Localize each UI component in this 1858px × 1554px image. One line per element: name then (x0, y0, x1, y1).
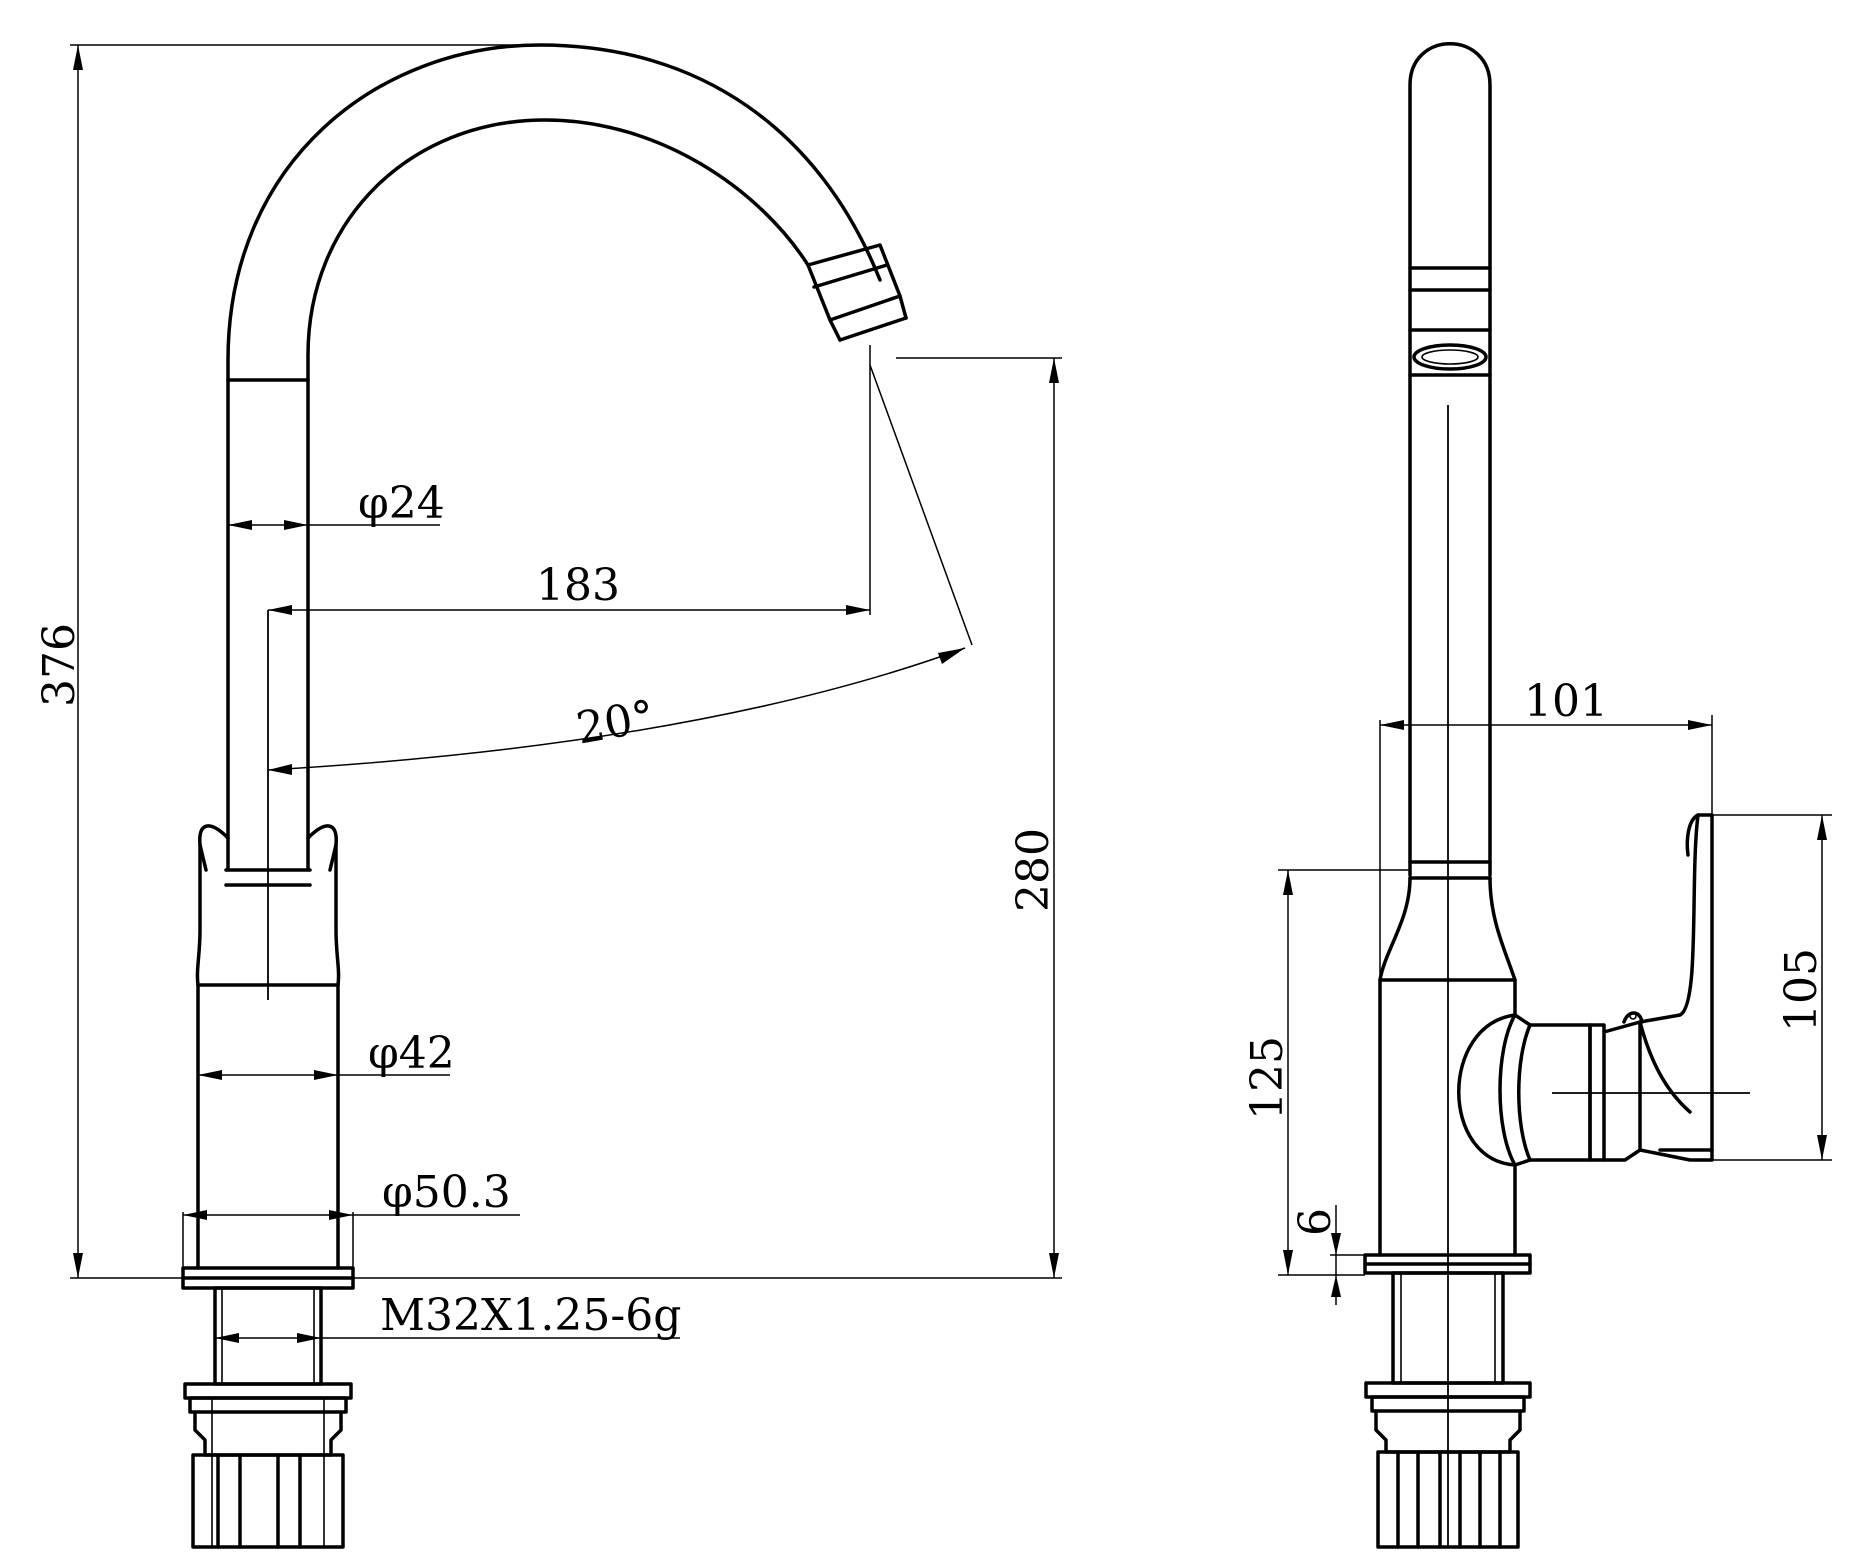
side-spout (1408, 42, 1492, 880)
dim-base-thickness: 6 (1290, 1205, 1365, 1305)
tube-diameter-label: φ24 (358, 478, 445, 529)
front-spout (226, 43, 908, 382)
body-diameter-label: φ42 (368, 1028, 455, 1079)
front-base-flange (181, 1266, 355, 1290)
front-shank (183, 1286, 353, 1549)
outlet-height-label: 280 (1008, 828, 1059, 912)
overall-height-label: 376 (34, 623, 85, 707)
side-valve-housing (1457, 1013, 1642, 1167)
front-tube (226, 378, 310, 872)
dim-side-depth: 101 (1379, 676, 1713, 980)
front-view (181, 43, 908, 1549)
base-thickness-label: 6 (1290, 1208, 1341, 1236)
base-diameter-label: φ50.3 (382, 1167, 511, 1218)
swivel-angle-label: 20° (573, 691, 659, 755)
thread-spec-label: M32X1.25-6g (380, 1290, 681, 1341)
side-depth-label: 101 (1524, 676, 1608, 727)
spout-reach-label: 183 (536, 560, 620, 611)
side-handle-lever (1622, 813, 1714, 1162)
dim-body-height: 125 (1242, 869, 1410, 1276)
dim-base-diameter: φ50.3 (182, 1167, 520, 1268)
dim-body-diameter: φ42 (198, 1028, 455, 1080)
dim-overall-height: 376 (34, 44, 540, 1279)
body-height-label: 125 (1242, 1036, 1293, 1120)
side-dimensions: 101 105 125 6 (1242, 676, 1832, 1305)
dim-tube-diameter: φ24 (228, 478, 445, 530)
front-dimensions: 376 φ24 183 20° (34, 44, 1062, 1343)
dim-handle-height: 105 (1712, 814, 1832, 1161)
dim-spout-reach: 183 (268, 345, 871, 615)
dim-swivel-angle: 20° (267, 364, 973, 775)
dim-outlet-height: 280 (353, 357, 1062, 1279)
dim-thread: M32X1.25-6g (215, 1290, 681, 1343)
handle-height-label: 105 (1776, 948, 1827, 1032)
side-view (1363, 42, 1750, 1549)
